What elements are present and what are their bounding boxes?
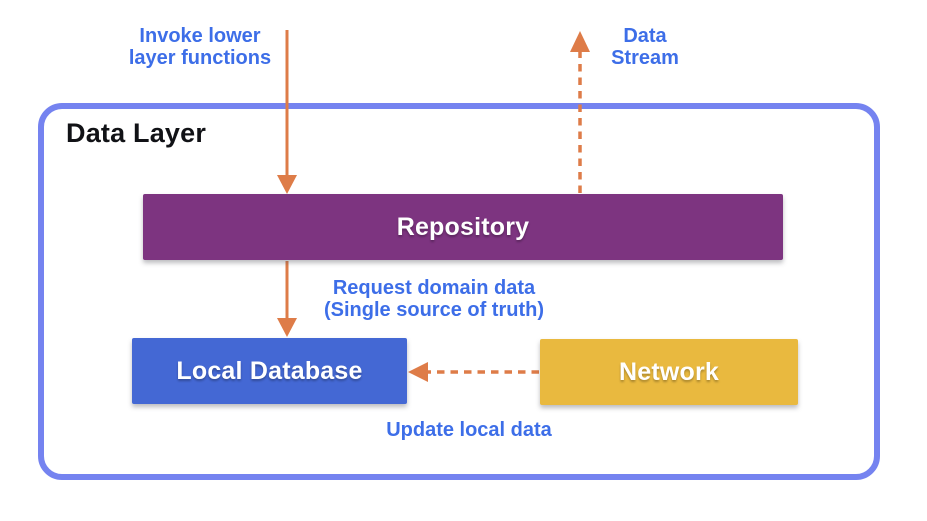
data-stream-label: Data Stream bbox=[611, 25, 679, 70]
request-domain-data-label: Request domain data (Single source of tr… bbox=[324, 277, 544, 322]
invoke-lower-layer-label: Invoke lower layer functions bbox=[128, 25, 272, 70]
update-local-data-label: Update local data bbox=[386, 419, 552, 441]
repository-node: Repository bbox=[143, 194, 783, 260]
network-node: Network bbox=[540, 339, 798, 405]
data-layer-title: Data Layer bbox=[66, 118, 207, 148]
data-layer-container bbox=[38, 103, 880, 480]
local-database-label: Local Database bbox=[176, 356, 363, 385]
repository-label: Repository bbox=[396, 212, 530, 241]
network-label: Network bbox=[618, 357, 720, 386]
local-database-node: Local Database bbox=[132, 338, 407, 404]
